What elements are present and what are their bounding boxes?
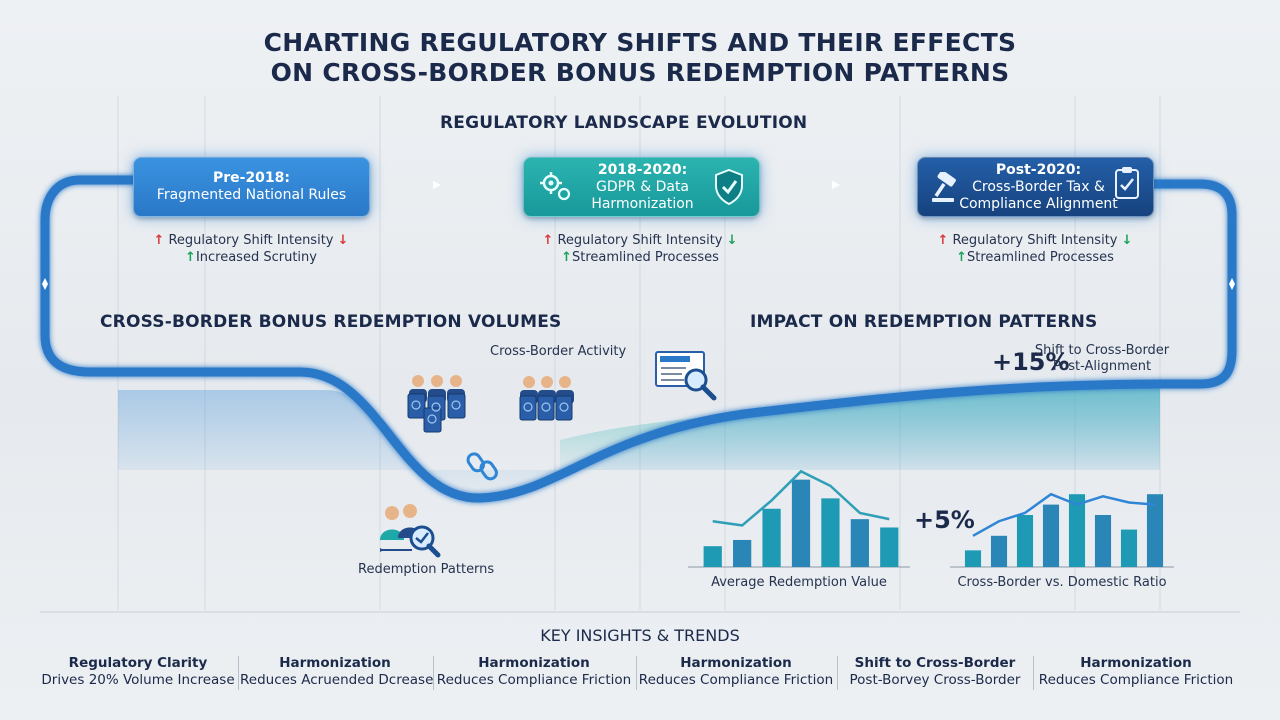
chart-bar: [791, 479, 811, 567]
insight-divider: [1033, 656, 1034, 690]
regulatory-flow-line: [40, 175, 1237, 503]
chart-average-redemption-value: [688, 469, 910, 568]
chart-bar: [821, 498, 840, 567]
checklist-icon: [1115, 167, 1139, 199]
insight-text: Post-Borvey Cross-Border: [849, 672, 1021, 688]
insight-text: Reduces Acruended Dcrease: [240, 672, 434, 688]
chart-bar: [1042, 504, 1060, 567]
secondary-percentage: +5%: [914, 506, 975, 534]
up-arrow-icon: ↑: [153, 233, 165, 248]
up-arrow-icon: ↑: [956, 250, 967, 265]
stage-2018-2020: 2018-2020:GDPR & Data Harmonization: [523, 157, 760, 217]
headline-text: Shift to Cross-Border Post-Alignment: [1034, 343, 1170, 374]
stage-heading: Post-2020:: [995, 161, 1082, 178]
chart-trend-line: [972, 492, 1156, 537]
arrow-1: [433, 181, 441, 189]
chart-bar: [1068, 494, 1086, 567]
down-arrow-icon: ↓: [337, 233, 349, 248]
note-line: Streamlined Processes: [571, 250, 719, 265]
chart-bar: [990, 535, 1008, 567]
chart-bar: [762, 508, 781, 567]
chart1-caption: Average Redemption Value: [711, 575, 887, 590]
insight-divider: [636, 656, 637, 690]
stage-note-pre-2018: ↑ Regulatory Shift Intensity ↓ ↑Increase…: [151, 232, 351, 266]
shield-check-icon: [715, 168, 743, 206]
stage-post-2020: Post-2020:Cross-Border Tax & Compliance …: [917, 157, 1154, 217]
stage-body: GDPR & Data Harmonization: [591, 178, 694, 212]
chart-bar: [964, 550, 982, 567]
note-line: Streamlined Processes: [966, 250, 1114, 265]
insight-divider: [238, 656, 239, 690]
insight-heading: Harmonization: [680, 655, 792, 671]
chart2-caption: Cross-Border vs. Domestic Ratio: [957, 575, 1167, 590]
stage-pre-2018: Pre-2018:Fragmented National Rules: [133, 157, 370, 217]
document-search-icon: [655, 351, 717, 401]
insight-text: Reduces Compliance Friction: [436, 672, 632, 688]
stage-body: Cross-Border Tax & Compliance Alignment: [959, 178, 1118, 212]
chart-bar: [880, 527, 899, 567]
insight-item: Harmonization Reduces Compliance Frictio…: [436, 655, 632, 689]
insight-divider: [837, 656, 838, 690]
travelers-passports-icon: [407, 375, 466, 433]
note-line: Regulatory Shift Intensity: [168, 233, 334, 248]
note-line: Regulatory Shift Intensity: [557, 233, 723, 248]
redemption-patterns-label: Redemption Patterns: [358, 562, 495, 577]
chart-trend-line: [712, 469, 890, 527]
chart-cross-border-ratio: [950, 492, 1174, 568]
chart-bar: [1094, 515, 1112, 567]
stage-body: Fragmented National Rules: [156, 187, 347, 203]
insight-heading: Regulatory Clarity: [68, 655, 208, 671]
insight-divider: [433, 656, 434, 690]
insights-title: KEY INSIGHTS & TRENDS: [540, 626, 740, 645]
analysts-magnifier-icon: [380, 504, 441, 558]
travelers-group-icon: [519, 376, 574, 421]
note-line: Regulatory Shift Intensity: [952, 233, 1118, 248]
insight-heading: Harmonization: [279, 655, 391, 671]
up-arrow-icon: ↑: [542, 233, 554, 248]
insight-heading: Shift to Cross-Border: [854, 655, 1016, 671]
insight-text: Reduces Compliance Friction: [638, 672, 834, 688]
stage-note-2018-2020: ↑ Regulatory Shift Intensity ↓ ↑Streamli…: [540, 232, 740, 266]
up-arrow-icon: ↑: [937, 233, 949, 248]
insight-text: Reduces Compliance Friction: [1038, 672, 1234, 688]
gavel-icon: [932, 172, 956, 202]
sparkle-left: [42, 278, 48, 290]
chart-bar: [733, 539, 752, 567]
impact-title: IMPACT ON REDEMPTION PATTERNS: [750, 312, 1098, 332]
chart-bar: [1146, 494, 1164, 567]
cross-border-activity-label: Cross-Border Activity: [490, 344, 627, 359]
volumes-title: CROSS-BORDER BONUS REDEMPTION VOLUMES: [100, 312, 562, 332]
insight-heading: Harmonization: [478, 655, 590, 671]
down-arrow-icon: ↓: [726, 233, 738, 248]
insight-item: Harmonization Reduces Acruended Dcrease: [240, 655, 434, 689]
insight-heading: Harmonization: [1080, 655, 1192, 671]
link-chain-icon: [466, 452, 498, 481]
insight-item: Harmonization Reduces Compliance Frictio…: [1036, 655, 1236, 689]
sparkle-right: [1229, 278, 1235, 290]
headline-percentage: +15%: [992, 348, 1070, 376]
insight-item: Shift to Cross-Border Post-Borvey Cross-…: [840, 655, 1030, 689]
teal-area: [560, 382, 1160, 470]
chart-bar: [850, 519, 869, 567]
down-arrow-icon: ↓: [1121, 233, 1133, 248]
main-title-line-1: CHARTING REGULATORY SHIFTS AND THEIR EFF…: [263, 28, 1017, 57]
chart-bar: [1120, 529, 1138, 567]
stage-note-post-2020: ↑ Regulatory Shift Intensity ↓ ↑Streamli…: [935, 232, 1135, 266]
insight-item: Regulatory Clarity Drives 20% Volume Inc…: [40, 655, 236, 689]
landscape-title: REGULATORY LANDSCAPE EVOLUTION: [440, 113, 808, 133]
insight-text: Drives 20% Volume Increase: [41, 672, 235, 688]
stage-heading: Pre-2018:: [212, 170, 291, 186]
chart-bar: [703, 546, 722, 567]
note-line: Increased Scrutiny: [195, 250, 317, 265]
arrow-2: [832, 181, 840, 189]
gears-icon: [540, 172, 571, 201]
stage-heading: 2018-2020:: [597, 161, 688, 178]
main-title-line-2: ON CROSS-BORDER BONUS REDEMPTION PATTERN…: [270, 58, 1010, 87]
up-arrow-icon: ↑: [185, 250, 196, 265]
insight-item: Harmonization Reduces Compliance Frictio…: [638, 655, 834, 689]
up-arrow-icon: ↑: [561, 250, 572, 265]
chart-bar: [1016, 515, 1034, 567]
